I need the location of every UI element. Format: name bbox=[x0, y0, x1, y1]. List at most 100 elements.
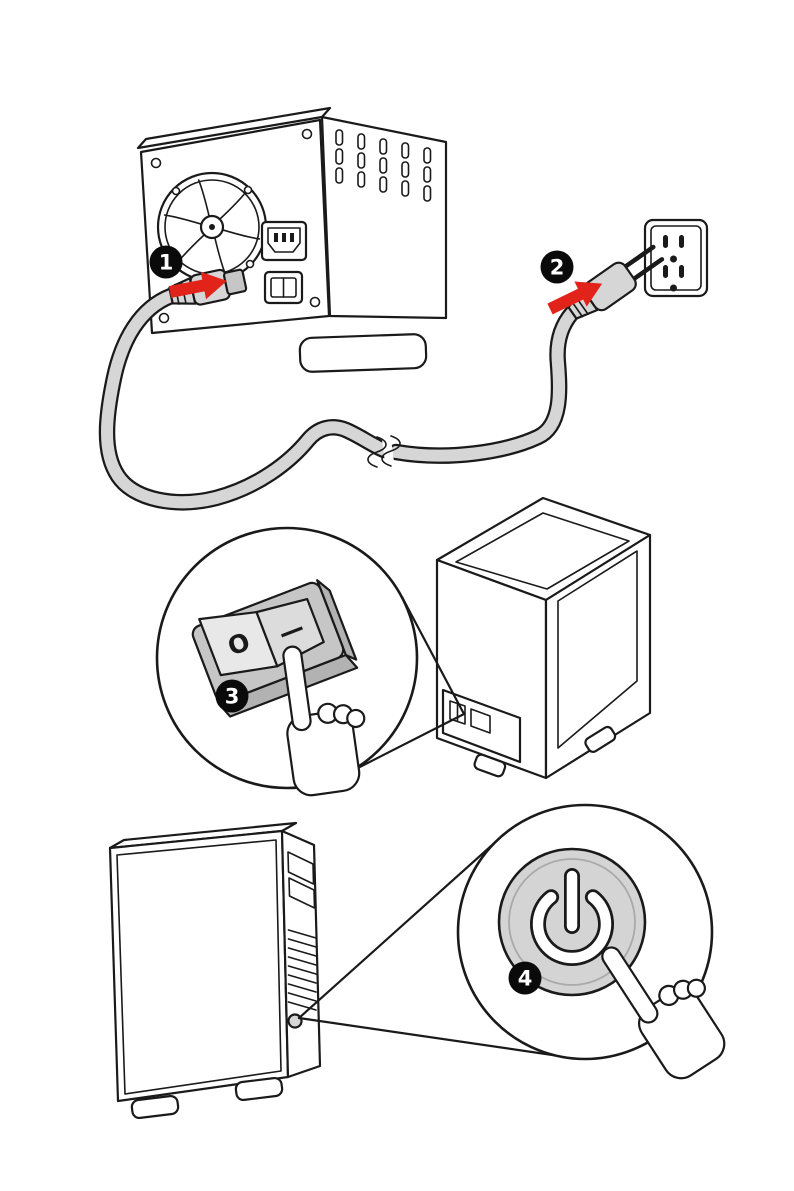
callout-line bbox=[297, 836, 502, 1020]
boot-ridge bbox=[571, 301, 584, 318]
step-badge-1: 1 bbox=[149, 245, 183, 279]
plug-head bbox=[222, 268, 248, 296]
vent-line bbox=[287, 974, 317, 984]
curled-finger bbox=[686, 978, 706, 998]
case-side-frame bbox=[557, 550, 638, 749]
fan-blade bbox=[219, 191, 247, 220]
vent-slot bbox=[357, 133, 366, 150]
arrow-step-1 bbox=[168, 271, 227, 300]
ac-inlet bbox=[260, 220, 308, 262]
scene-2-wall-outlet: 2 bbox=[540, 218, 709, 320]
fan-screw bbox=[245, 259, 255, 269]
power-symbol-icon bbox=[530, 868, 614, 966]
cable-break-gap bbox=[381, 435, 395, 467]
outlet-ground-hole bbox=[670, 255, 677, 263]
vent-slot bbox=[335, 167, 344, 184]
ac-inlet-pin bbox=[282, 233, 286, 242]
vent-line bbox=[287, 929, 317, 939]
arrow-step-2 bbox=[547, 281, 603, 315]
fan-blade bbox=[197, 179, 210, 217]
vent-slot bbox=[401, 161, 410, 178]
cable-break-squiggle bbox=[381, 435, 401, 467]
fan-hub-dot bbox=[209, 224, 215, 230]
vent-slot bbox=[423, 185, 432, 202]
scene-1-psu-cord bbox=[136, 106, 448, 373]
pc-case-open bbox=[435, 496, 652, 780]
vent-slot bbox=[401, 142, 410, 159]
side-panel-inset bbox=[116, 839, 282, 1095]
psu-inlet-small bbox=[470, 708, 491, 734]
pressing-hand bbox=[601, 946, 726, 1080]
vent-line bbox=[287, 992, 317, 1002]
power-cable bbox=[98, 287, 581, 511]
vent-line bbox=[287, 983, 317, 993]
outlet-ground-hole bbox=[670, 284, 677, 292]
case-side-panel bbox=[108, 829, 290, 1103]
case-foot bbox=[473, 753, 507, 778]
psu-rocker-switch-small bbox=[263, 270, 304, 305]
scene-3-psu-switch-on: O — 3 bbox=[155, 496, 652, 797]
vent-slot bbox=[335, 148, 344, 165]
outlet-slot bbox=[663, 265, 668, 278]
index-finger bbox=[282, 645, 312, 732]
power-symbol-arc bbox=[532, 891, 612, 964]
case-side-face bbox=[544, 533, 652, 780]
vent-line bbox=[287, 938, 317, 948]
vent-slot bbox=[379, 157, 388, 174]
outlet-slot bbox=[679, 235, 684, 248]
scene-4-power-button: 4 bbox=[108, 803, 726, 1120]
vent-slot bbox=[423, 166, 432, 183]
vent-slot bbox=[357, 152, 366, 169]
step-badge-3: 3 bbox=[215, 679, 249, 713]
power-button-bevel bbox=[508, 858, 636, 986]
vent-line bbox=[287, 956, 317, 966]
step-badge-2: 2 bbox=[540, 250, 574, 284]
panel-screw bbox=[309, 296, 321, 308]
badge-number: 3 bbox=[225, 685, 240, 709]
vent-slot bbox=[335, 129, 344, 146]
outlet-slot bbox=[663, 235, 668, 248]
panel-screw bbox=[301, 128, 313, 140]
case-foot bbox=[584, 725, 617, 753]
cable-break-squiggle bbox=[367, 436, 387, 468]
fan-blade bbox=[222, 229, 261, 240]
drive-bay bbox=[288, 877, 316, 909]
panel-screw bbox=[150, 157, 162, 169]
callout-line bbox=[344, 712, 466, 776]
vent-slot bbox=[401, 180, 410, 197]
pressing-hand bbox=[282, 645, 366, 797]
vent-line bbox=[287, 947, 317, 957]
curled-finger bbox=[346, 708, 366, 729]
badge-circle bbox=[540, 250, 574, 284]
badge-number: 1 bbox=[159, 251, 174, 275]
case-side-panel bbox=[320, 115, 448, 320]
wall-outlet bbox=[643, 218, 709, 298]
fan-blade bbox=[163, 214, 202, 225]
fan-screw bbox=[243, 185, 253, 195]
cable-core-right bbox=[390, 307, 578, 462]
vent-slot bbox=[379, 176, 388, 193]
case-top-frame bbox=[455, 512, 630, 590]
badge-number: 4 bbox=[518, 967, 533, 991]
front-vent-lines bbox=[287, 929, 317, 1011]
plug-prong bbox=[630, 257, 665, 283]
step-badge-4: 4 bbox=[508, 961, 542, 995]
ac-inlet-pin bbox=[290, 233, 294, 242]
drive-bay bbox=[287, 851, 315, 885]
cable-core-left bbox=[101, 290, 390, 509]
badge-circle bbox=[149, 245, 183, 279]
vent-slot bbox=[357, 171, 366, 188]
fan-screw bbox=[171, 186, 181, 196]
badge-circle bbox=[508, 961, 542, 995]
pc-case-front bbox=[108, 821, 322, 1120]
psu-fan bbox=[156, 171, 268, 283]
vent-line bbox=[287, 965, 317, 975]
ac-inlet-pin bbox=[274, 233, 278, 242]
index-finger bbox=[601, 946, 659, 1024]
outlet-slot bbox=[679, 265, 684, 278]
plug-prong bbox=[621, 244, 656, 270]
callout-line bbox=[297, 1016, 568, 1059]
rocker-on-half bbox=[255, 597, 325, 668]
